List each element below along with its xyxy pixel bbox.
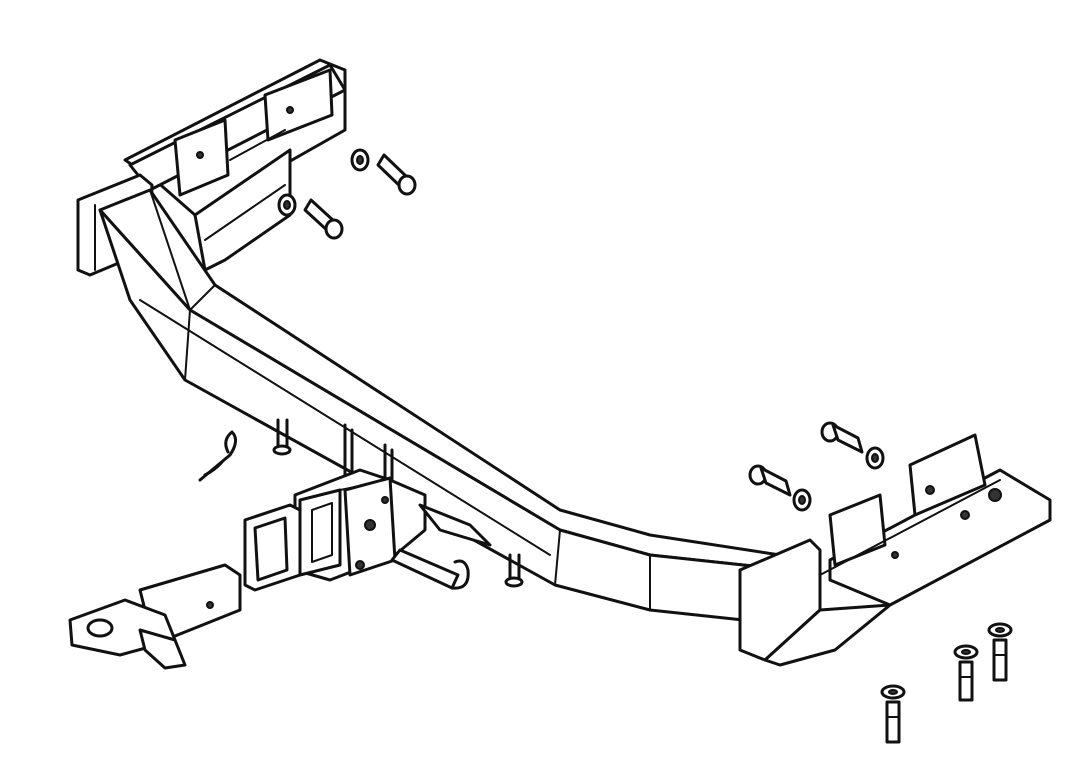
right-mounting-bracket [738,433,1052,667]
hitch-clip-wire [198,430,237,482]
ball-mount-gusset [138,628,187,670]
bolt-hole [925,485,935,495]
bolt [958,660,974,702]
right-bracket-lower-plate [763,603,892,667]
vertical-bolts [880,622,1013,744]
bolt-hole [960,510,970,520]
hitch-pin [390,548,470,590]
bolt-hole [988,488,1002,502]
receiver-lower-bracket [418,503,492,547]
left-fasteners [277,148,417,240]
ball-mount-hole [86,618,114,638]
bolt [992,638,1008,682]
drawbar-ball-mount [68,563,242,670]
receiver-assembly [243,423,492,592]
hitch-clip [198,430,237,482]
right-fasteners [748,421,885,512]
pin-hole [206,601,214,609]
right-bracket-tab-2 [908,433,987,517]
left-bracket-gusset [193,148,292,272]
bolt [831,423,864,454]
receiver-collar-inner [253,516,289,582]
bolt-hole [196,151,204,159]
bolt [759,466,792,497]
pin-hole [381,496,389,504]
hitch-pin-shaft [390,548,460,590]
bolt-hole [891,551,899,559]
studs [272,418,524,588]
bolt-hole [286,106,294,114]
left-bracket-tab-2 [263,68,334,142]
receiver-opening [298,488,342,577]
pin-hole [364,519,376,531]
bolt [885,700,901,744]
hitch-pin-bend [450,559,470,590]
right-bracket-base-plate [828,468,1052,607]
pin-hole [355,560,365,570]
